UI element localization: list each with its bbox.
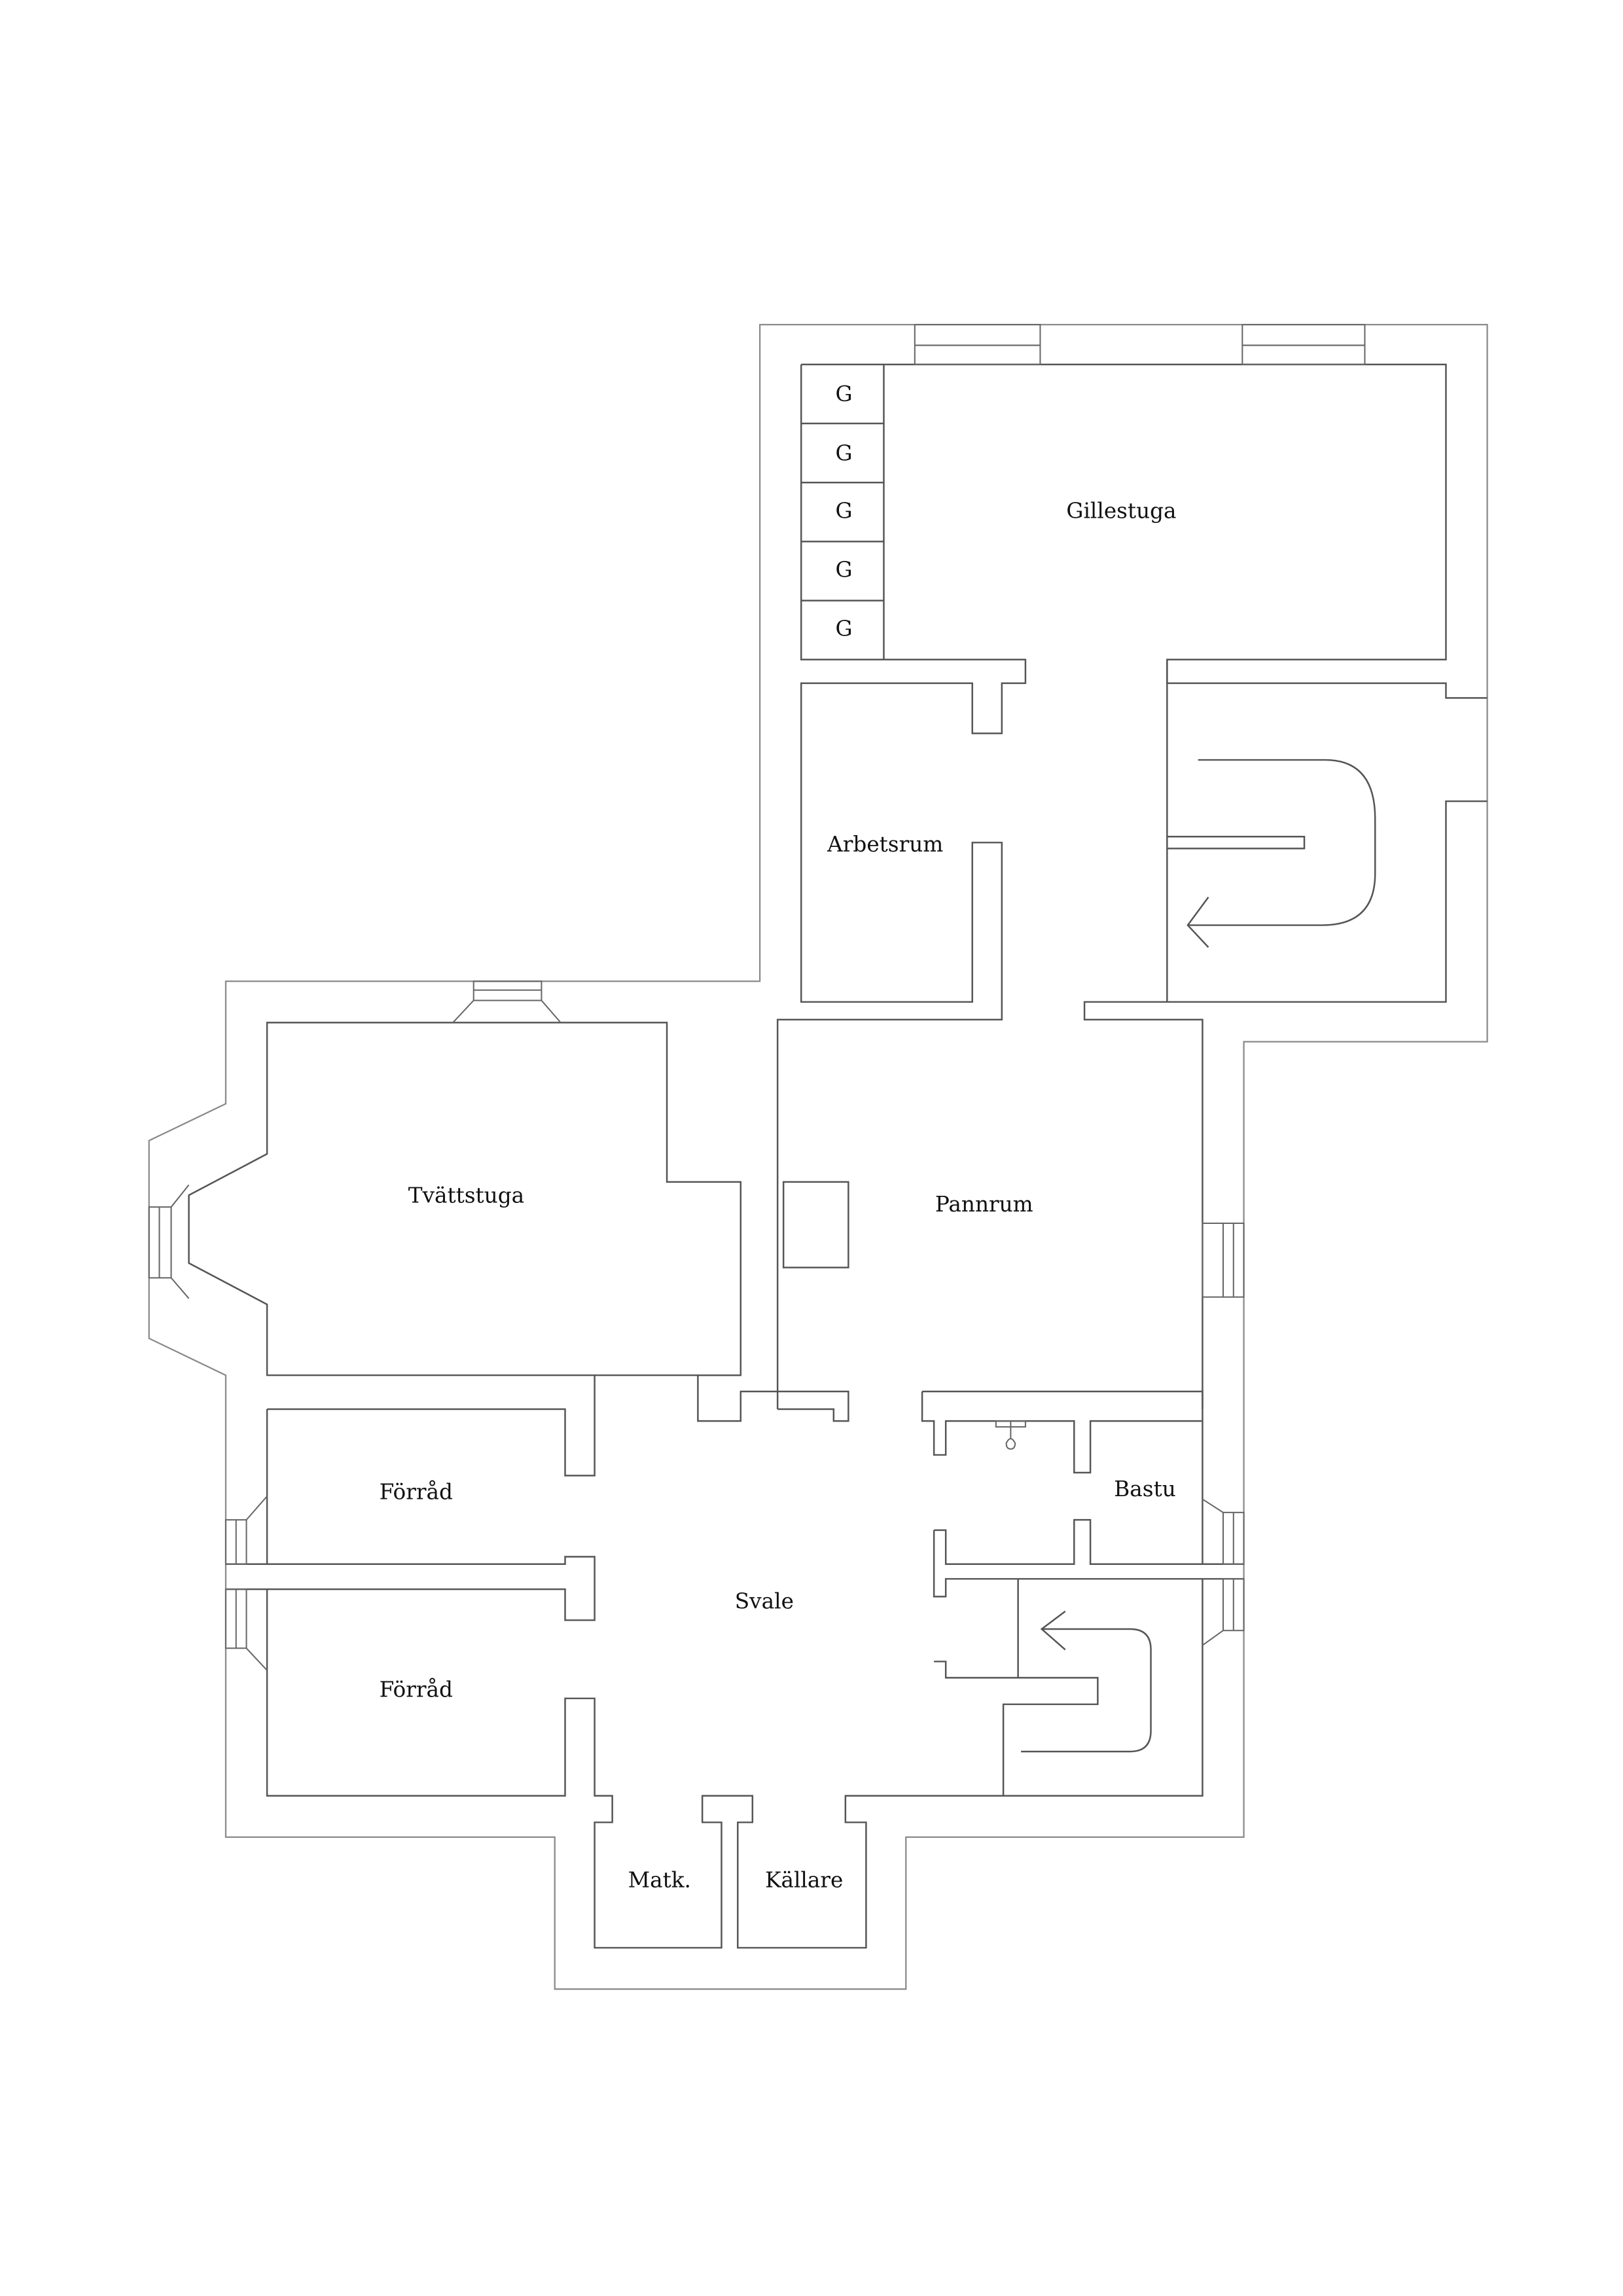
room-label-pannrum: Pannrum xyxy=(935,1192,1033,1217)
room-label-matk: Matk. xyxy=(628,1867,691,1892)
gillestuga-walls-left xyxy=(776,364,1027,1410)
room-label-forrad-lower: Förråd xyxy=(380,1677,453,1702)
tvattstuga-walls xyxy=(188,1022,742,1376)
window-forrad-upper xyxy=(224,1496,268,1565)
forrad-lower-walls xyxy=(266,1589,1004,1949)
gillestuga-walls xyxy=(801,363,1488,699)
window-forrad-lower xyxy=(224,1588,268,1671)
locker-label: G xyxy=(836,498,853,523)
room-label-arbetsrum: Arbetsrum xyxy=(827,832,943,857)
room-label-tvattstuga: Tvättstuga xyxy=(408,1183,524,1208)
window-top-2 xyxy=(1241,323,1366,365)
shower-icon xyxy=(995,1420,1026,1450)
room-label-kallare: Källare xyxy=(765,1867,843,1892)
pannrum-walls xyxy=(697,1374,849,1422)
room-label-bastu: Bastu xyxy=(1114,1477,1175,1501)
window-top-1 xyxy=(914,323,1041,365)
outer-wall xyxy=(148,323,1488,1990)
locker-label: G xyxy=(836,440,853,465)
room-label-svale: Svale xyxy=(735,1588,794,1613)
window-bastu xyxy=(1202,1498,1245,1565)
room-label-gillestuga: Gillestuga xyxy=(1066,498,1176,523)
locker-column xyxy=(801,364,885,660)
window-tvattstuga-left xyxy=(148,1184,190,1299)
boiler-icon xyxy=(782,1181,849,1268)
locker-label: G xyxy=(836,557,853,582)
stair-room-upper-walls xyxy=(1083,659,1488,1410)
locker-label: G xyxy=(836,617,853,641)
window-tvattstuga-top xyxy=(452,980,562,1024)
room-label-forrad-upper: Förråd xyxy=(380,1479,453,1505)
locker-label: G xyxy=(836,382,853,406)
stair-arrow-icon xyxy=(1186,759,1376,948)
bastu-walls xyxy=(921,1390,1244,1797)
stair-arrow-icon xyxy=(1021,1610,1152,1753)
window-pannrum xyxy=(1202,1222,1245,1298)
window-stair-lower xyxy=(1202,1578,1245,1646)
